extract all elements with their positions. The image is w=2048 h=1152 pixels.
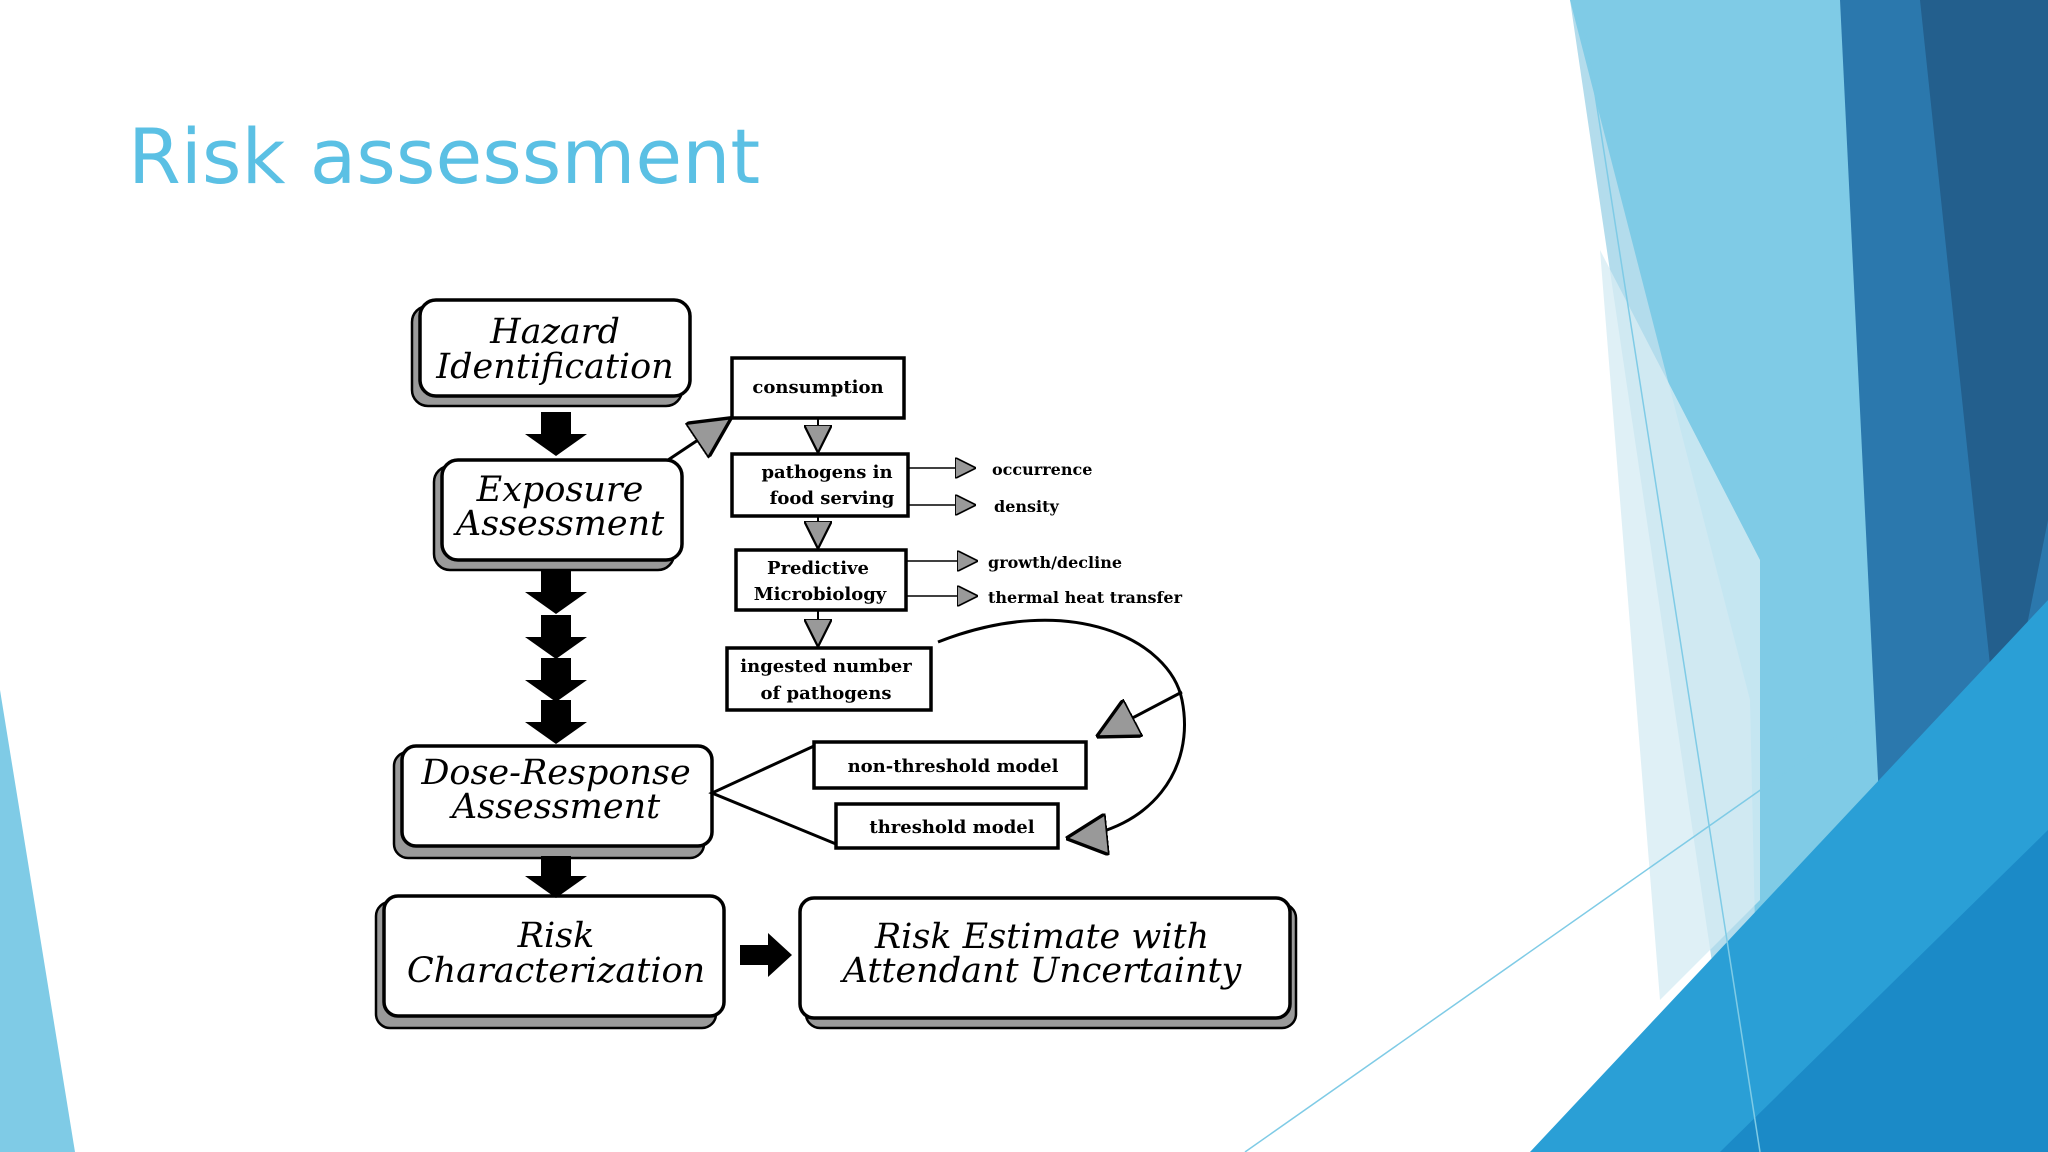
predictive-microbiology-box: Predictive Microbiology xyxy=(734,548,908,612)
consumption-box: consumption xyxy=(730,356,906,420)
main-flow-arrows xyxy=(525,412,792,977)
curved-arrow-to-threshold xyxy=(937,618,1186,838)
pathogens-label-line1: pathogens in xyxy=(761,462,892,483)
hazard-label-line2: Identification xyxy=(435,347,673,387)
dose-response-label-line2: Assessment xyxy=(449,787,661,827)
exposure-assessment-box: Exposure Assessment xyxy=(432,458,684,572)
risk-characterization-box: Risk Characterization xyxy=(374,894,726,1030)
down-arrow-3 xyxy=(525,615,587,659)
threshold-label: threshold model xyxy=(869,817,1034,838)
down-arrow-5 xyxy=(525,700,587,744)
down-arrow-2 xyxy=(525,570,587,614)
growth-label: growth/decline xyxy=(988,553,1122,572)
exposure-to-consumption-arrow xyxy=(667,420,728,462)
thermal-label: thermal heat transfer xyxy=(988,588,1183,607)
hazard-identification-box: Hazard Identification xyxy=(410,298,692,408)
deco-ribbon-blue-deep xyxy=(1720,830,2048,1152)
risk-characterization-label-line2: Characterization xyxy=(407,951,705,991)
predictive-label-line2: Microbiology xyxy=(754,584,887,605)
down-arrow-6 xyxy=(525,856,587,898)
dose-response-assessment-box: Dose-Response Assessment xyxy=(392,744,714,860)
pathogens-box: pathogens in food serving xyxy=(730,452,910,518)
deco-highlight xyxy=(1600,250,1760,1000)
risk-estimate-label-line1: Risk Estimate with xyxy=(874,917,1209,957)
dose-response-label-line1: Dose-Response xyxy=(420,753,690,793)
hazard-label-line1: Hazard xyxy=(489,312,620,352)
deco-ribbon-darkest xyxy=(1920,0,2048,760)
risk-estimate-box: Risk Estimate with Attendant Uncertainty xyxy=(798,896,1298,1030)
non-threshold-model-box: non-threshold model xyxy=(812,740,1088,790)
risk-assessment-flowchart: Hazard Identification Exposure Assessmen… xyxy=(374,298,1298,1030)
ingested-number-box: ingested number of pathogens xyxy=(725,646,933,712)
right-arrow-to-estimate xyxy=(740,933,792,977)
non-threshold-label: non-threshold model xyxy=(848,756,1059,777)
exposure-label-line2: Assessment xyxy=(453,504,665,544)
models-callout-connector xyxy=(708,744,837,846)
ingested-label-line1: ingested number xyxy=(740,656,912,677)
arrow-to-non-threshold xyxy=(1100,690,1183,735)
deco-left-sliver xyxy=(0,690,75,1152)
exposure-label-line1: Exposure xyxy=(476,470,644,510)
slide-title: Risk assessment xyxy=(128,112,761,201)
consumption-label: consumption xyxy=(752,377,883,398)
risk-estimate-label-line2: Attendant Uncertainty xyxy=(840,951,1243,991)
risk-characterization-label-line1: Risk xyxy=(517,916,595,956)
pathogens-label-line2: food serving xyxy=(770,488,895,509)
deco-line-1 xyxy=(1584,29,1761,1152)
occurrence-label: occurrence xyxy=(992,460,1092,479)
deco-line-2 xyxy=(1244,719,1861,1152)
ingested-label-line2: of pathogens xyxy=(761,683,892,704)
down-arrow-1 xyxy=(525,412,587,456)
threshold-model-box: threshold model xyxy=(834,802,1060,850)
predictive-label-line1: Predictive xyxy=(767,558,869,579)
density-label: density xyxy=(994,497,1059,516)
down-arrow-4 xyxy=(525,658,587,702)
